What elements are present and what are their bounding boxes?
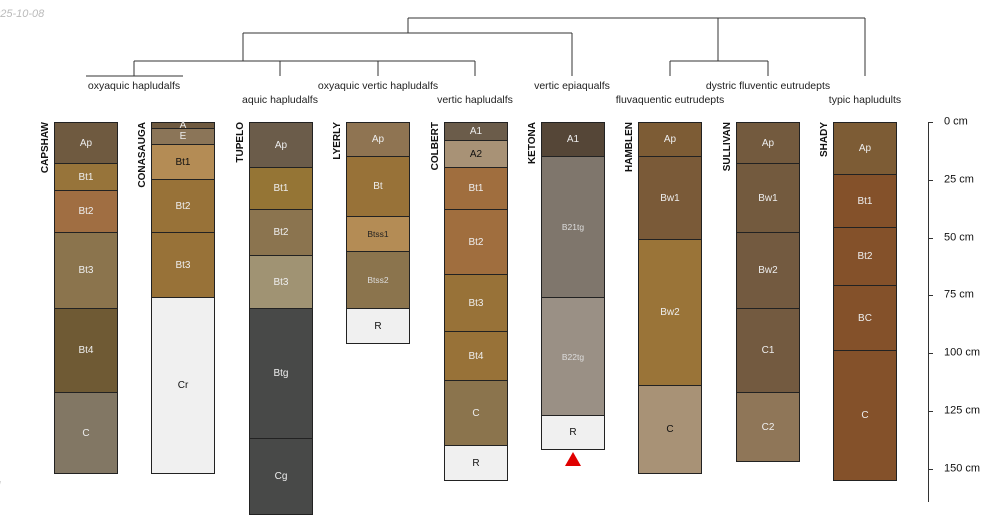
dendrogram (0, 0, 1000, 80)
horizon-b22tg: B22tg (541, 298, 605, 416)
horizon-e: E (151, 129, 215, 145)
horizon-bt1: Bt1 (151, 145, 215, 180)
horizon-bt3: Bt3 (151, 233, 215, 298)
dendrogram-branch-left (243, 33, 572, 76)
depth-tick (928, 180, 933, 181)
horizon-bw2: Bw2 (638, 240, 702, 386)
horizon-bt1: Bt1 (249, 168, 313, 210)
profile-name: CAPSHAW (40, 122, 51, 173)
horizon-cg: Cg (249, 439, 313, 515)
horizon-ap: Ap (638, 122, 702, 157)
profile-name: KETONA (527, 122, 538, 164)
depth-tick-label: 150 cm (944, 462, 980, 474)
horizon-c: C (638, 386, 702, 474)
depth-tick-label: 75 cm (944, 288, 974, 300)
horizon-c1: C1 (736, 309, 800, 393)
profile-name: TUPELO (235, 122, 246, 163)
horizon-bt2: Bt2 (249, 210, 313, 256)
horizon-btss1: Btss1 (346, 217, 410, 252)
horizon-bt3: Bt3 (54, 233, 118, 309)
horizon-a2: A2 (444, 141, 508, 168)
taxon-label: aquic hapludalfs (242, 94, 318, 106)
horizon-bt1: Bt1 (444, 168, 508, 210)
taxon-label: typic hapludults (829, 94, 901, 106)
horizon-bt2: Bt2 (444, 210, 508, 275)
horizon-bw1: Bw1 (736, 164, 800, 233)
horizon-bt4: Bt4 (444, 332, 508, 381)
horizon-r: R (444, 446, 508, 481)
horizon-c: C (833, 351, 897, 481)
depth-axis-line (928, 122, 929, 502)
horizon-r: R (346, 309, 410, 344)
horizon-a: A (151, 122, 215, 129)
depth-tick (928, 295, 933, 296)
horizon-bw1: Bw1 (638, 157, 702, 240)
taxon-label: vertic hapludalfs (437, 94, 513, 106)
taxon-label: fluvaquentic eutrudepts (616, 94, 725, 106)
depth-tick-label: 0 cm (944, 115, 968, 127)
taxon-label: dystric fluventic eutrudepts (706, 80, 830, 92)
horizon-ap: Ap (54, 122, 118, 164)
depth-tick-label: 25 cm (944, 173, 974, 185)
horizon-btss2: Btss2 (346, 252, 410, 309)
horizon-c2: C2 (736, 393, 800, 462)
horizon-bc: BC (833, 286, 897, 351)
horizon-bt4: Bt4 (54, 309, 118, 393)
profile-name: HAMBLEN (624, 122, 635, 172)
depth-tick (928, 238, 933, 239)
horizon-bt3: Bt3 (249, 256, 313, 309)
horizon-ap: Ap (736, 122, 800, 164)
depth-tick (928, 122, 933, 123)
horizon-r: R (541, 416, 605, 450)
profile-name: SHADY (819, 122, 830, 157)
profile-name: SULLIVAN (722, 122, 733, 171)
profile-name: COLBERT (430, 122, 441, 170)
taxon-label: oxyaquic vertic hapludalfs (318, 80, 438, 92)
profile-name: CONASAUGA (137, 122, 148, 188)
horizon-a1: A1 (444, 122, 508, 141)
taxon-label: oxyaquic hapludalfs (88, 80, 180, 92)
dendrogram-branch-inceptisols (670, 18, 768, 76)
horizon-bt1: Bt1 (833, 175, 897, 228)
horizon-bt2: Bt2 (151, 180, 215, 233)
horizon-bt2: Bt2 (54, 191, 118, 233)
horizon-bt2: Bt2 (833, 228, 897, 286)
horizon-a1: A1 (541, 122, 605, 157)
horizon-ap: Ap (249, 122, 313, 168)
depth-tick-label: 125 cm (944, 404, 980, 416)
horizon-b21tg: B21tg (541, 157, 605, 298)
horizon-ap: Ap (346, 122, 410, 157)
taxon-label: vertic epiaqualfs (534, 80, 610, 92)
depth-tick-label: 50 cm (944, 231, 974, 243)
profile-name: LYERLY (332, 122, 343, 160)
horizon-c: C (54, 393, 118, 474)
horizon-c: C (444, 381, 508, 446)
depth-tick (928, 353, 933, 354)
horizon-ap: Ap (833, 122, 897, 175)
dendrogram-branch-root (408, 18, 865, 76)
depth-tick (928, 469, 933, 470)
dendrogram-branch-alfisols (134, 61, 475, 76)
horizon-btg: Btg (249, 309, 313, 439)
red-triangle-icon (565, 452, 581, 466)
depth-tick (928, 411, 933, 412)
horizon-bw2: Bw2 (736, 233, 800, 309)
horizon-cr: Cr (151, 298, 215, 474)
horizon-bt1: Bt1 (54, 164, 118, 191)
horizon-bt: Bt (346, 157, 410, 217)
depth-tick-label: 100 cm (944, 346, 980, 358)
horizon-bt3: Bt3 (444, 275, 508, 332)
